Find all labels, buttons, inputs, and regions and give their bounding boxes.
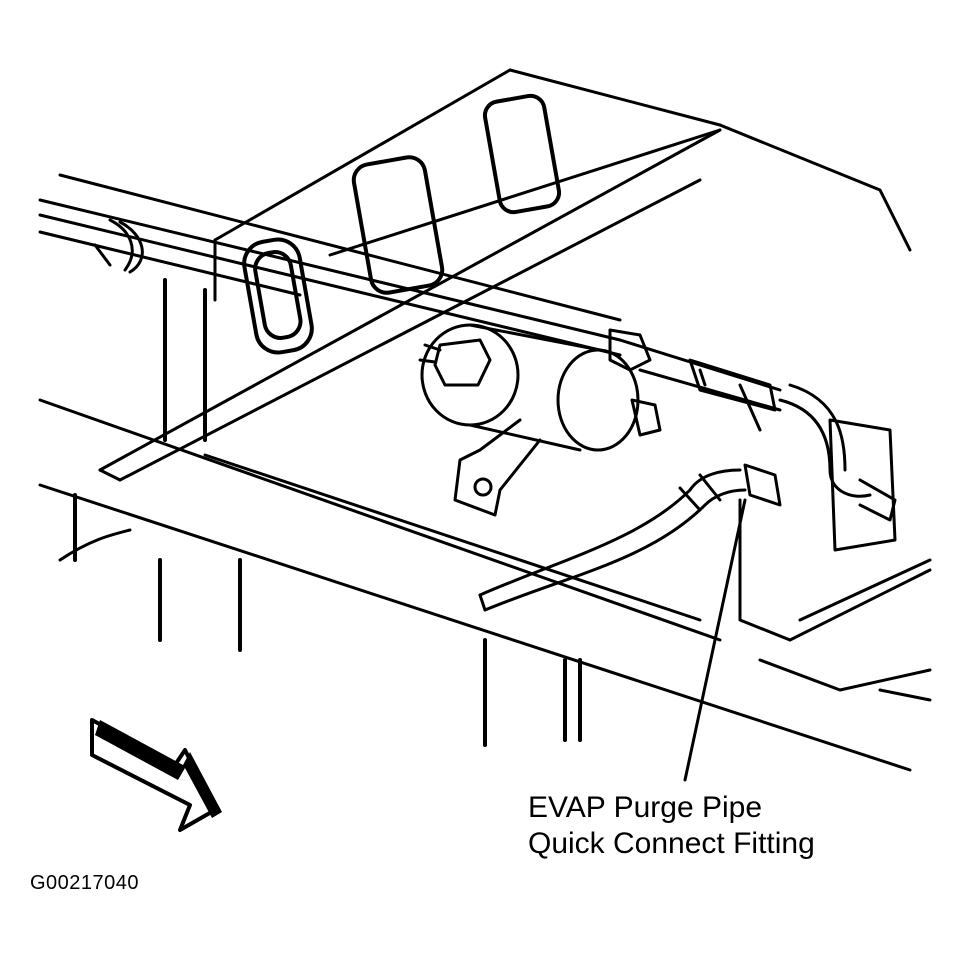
filter-bracket <box>453 418 542 517</box>
callout-line-2: Quick Connect Fitting <box>528 827 815 860</box>
figure-id: G00217040 <box>30 872 140 894</box>
quick-connect-fitting <box>688 358 897 552</box>
frame-rail <box>213 68 912 302</box>
crossmember <box>738 498 932 702</box>
rail-supports <box>73 278 582 747</box>
fuel-filter <box>418 323 662 452</box>
callout-label: EVAP Purge Pipe Quick Connect Fitting <box>528 790 815 862</box>
callout-leader <box>683 498 747 782</box>
fuel-lines <box>38 173 782 412</box>
line-clip <box>93 218 144 274</box>
callout-line-1: EVAP Purge Pipe <box>528 791 763 824</box>
direction-arrow-icon <box>90 718 222 832</box>
evap-purge-hose <box>478 468 747 612</box>
floor-pan <box>38 128 912 772</box>
